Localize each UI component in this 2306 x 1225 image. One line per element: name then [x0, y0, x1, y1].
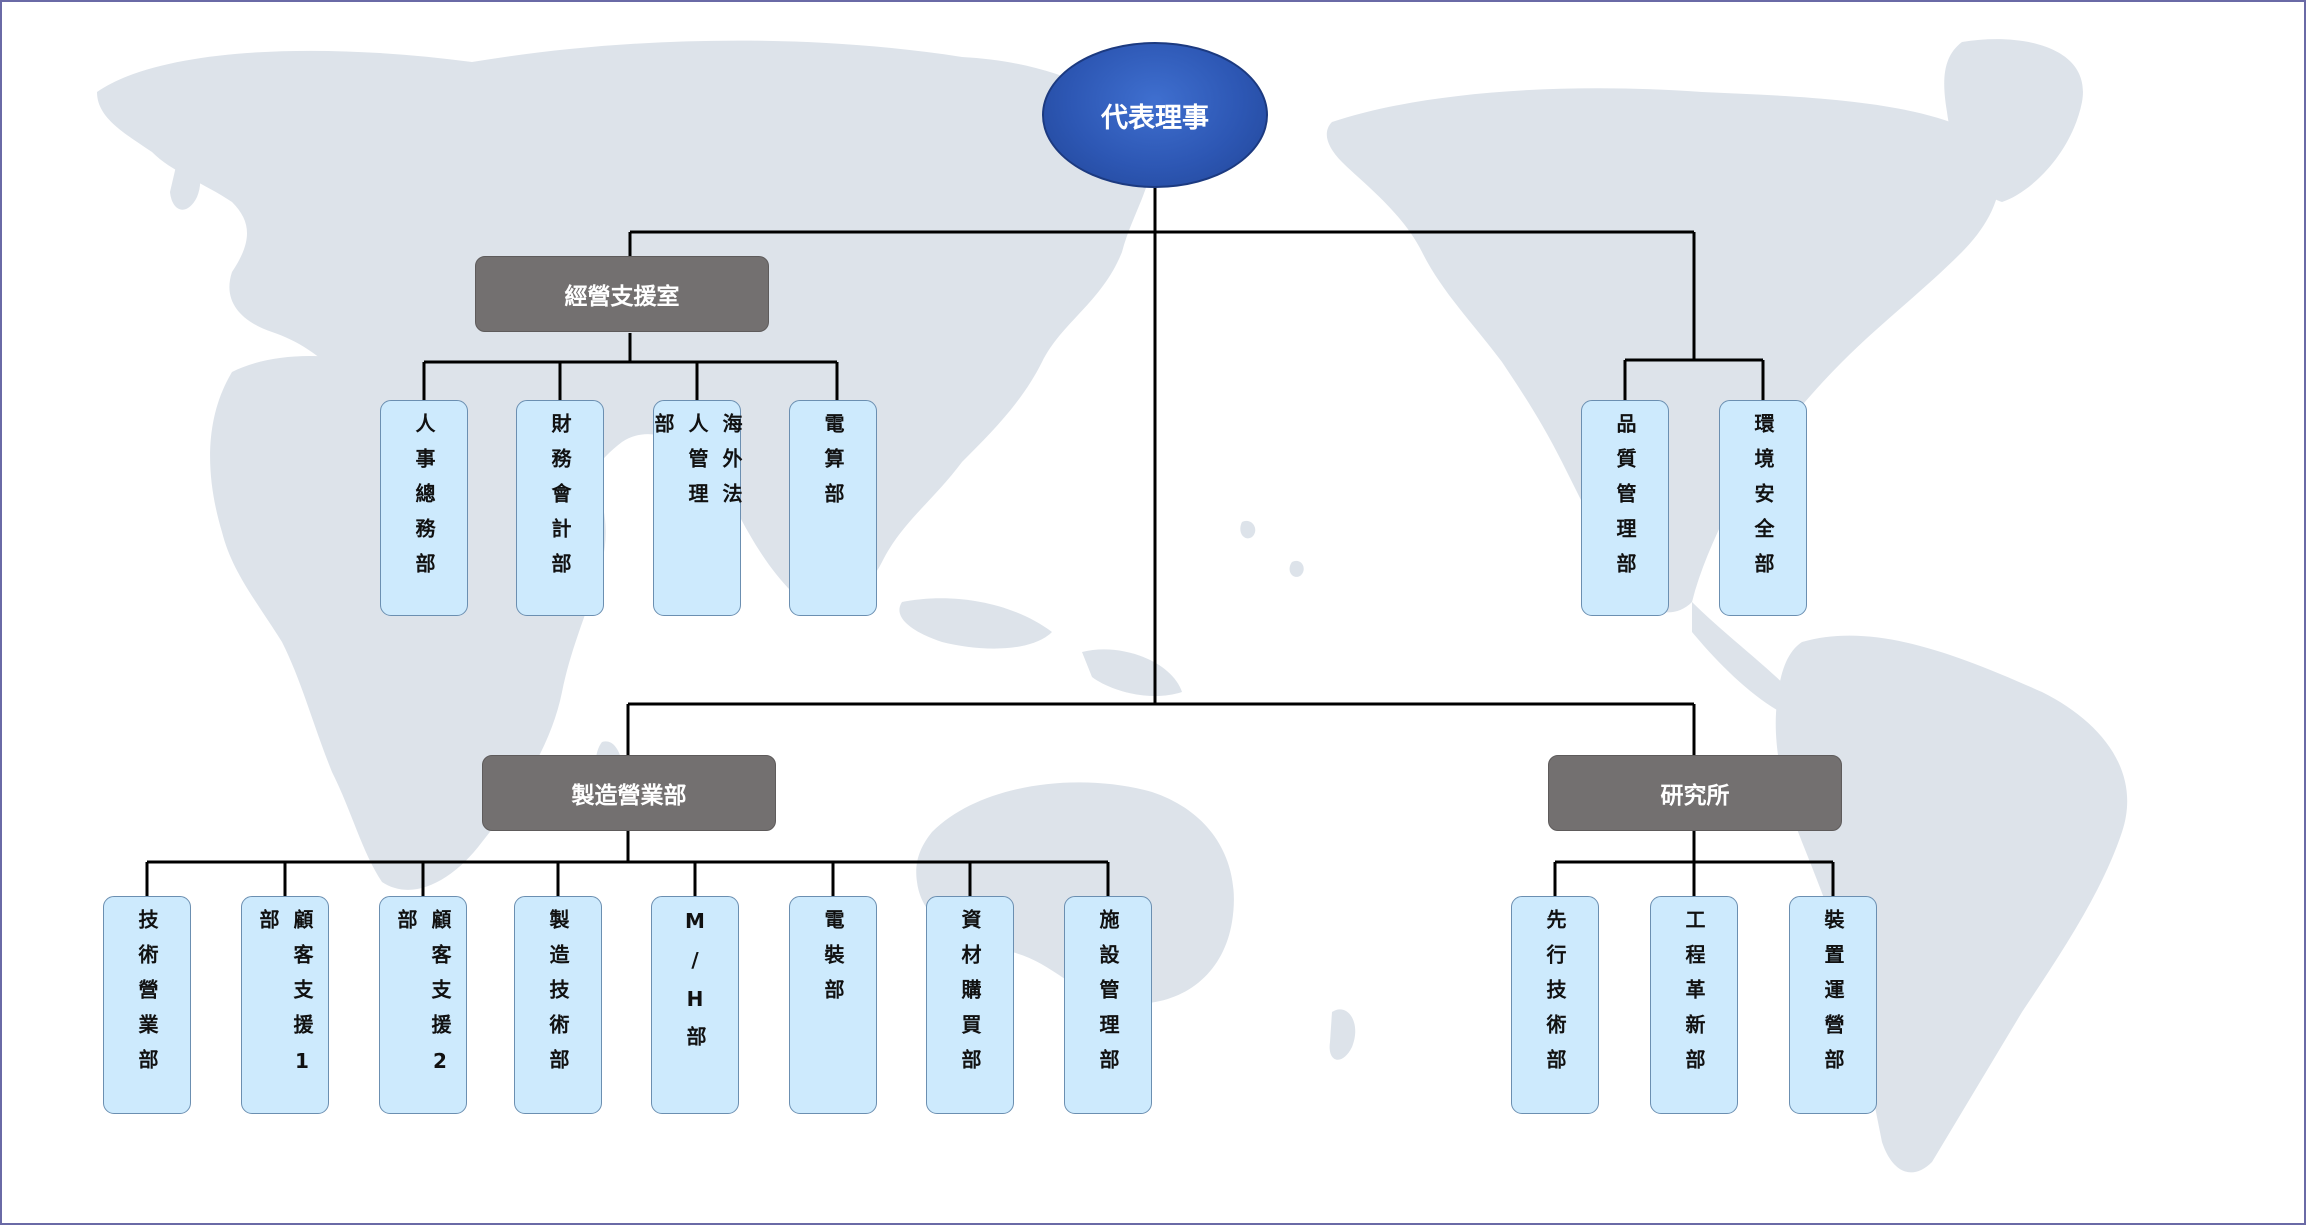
node-manufacturing-sales: 製造營業部	[482, 755, 776, 831]
leaf-electrical-equipment: 電裝部	[789, 896, 877, 1114]
leaf-customer-support-1: 顧客支援1部	[241, 896, 329, 1114]
leaf-quality-management: 品質管理部	[1581, 400, 1669, 616]
leaf-label: 財務會計部	[548, 413, 572, 588]
root-node-label: 代表理事	[1101, 102, 1209, 134]
leaf-label: 電算部	[821, 413, 845, 518]
leaf-label: M/H部	[683, 909, 707, 1061]
leaf-label: 品質管理部	[1613, 413, 1637, 588]
leaf-label: 顧客支援1部	[256, 909, 314, 1088]
leaf-label: 海外法人管理部	[651, 413, 743, 518]
leaf-label: 裝置運營部	[1821, 909, 1845, 1084]
root-node-representative-director: 代表理事	[1042, 42, 1268, 188]
leaf-advanced-technology: 先行技術部	[1511, 896, 1599, 1114]
leaf-technical-sales: 技術營業部	[103, 896, 191, 1114]
leaf-equipment-operation: 裝置運營部	[1789, 896, 1877, 1114]
leaf-materials-purchasing: 資材購買部	[926, 896, 1014, 1114]
leaf-label: 顧客支援2部	[394, 909, 452, 1088]
leaf-customer-support-2: 顧客支援2部	[379, 896, 467, 1114]
leaf-process-innovation: 工程革新部	[1650, 896, 1738, 1114]
leaf-label: 先行技術部	[1543, 909, 1567, 1084]
node-management-support: 經營支援室	[475, 256, 769, 332]
leaf-environment-safety: 環境安全部	[1719, 400, 1807, 616]
node-research: 研究所	[1548, 755, 1842, 831]
leaf-label: 施設管理部	[1096, 909, 1120, 1084]
leaf-label: 製造技術部	[546, 909, 570, 1084]
node-label: 製造營業部	[571, 783, 687, 809]
leaf-label: 電裝部	[821, 909, 845, 1014]
leaf-label: 技術營業部	[135, 909, 159, 1084]
leaf-hr-general-affairs: 人事總務部	[380, 400, 468, 616]
leaf-label: 人事總務部	[412, 413, 436, 588]
leaf-facility-management: 施設管理部	[1064, 896, 1152, 1114]
leaf-finance-accounting: 財務會計部	[516, 400, 604, 616]
leaf-label: 工程革新部	[1682, 909, 1706, 1084]
node-label: 研究所	[1660, 783, 1730, 809]
leaf-label: 資材購買部	[958, 909, 982, 1084]
leaf-label: 環境安全部	[1751, 413, 1775, 588]
leaf-it-department: 電算部	[789, 400, 877, 616]
node-label: 經營支援室	[564, 284, 680, 310]
leaf-overseas-subsidiary-management: 海外法人管理部	[651, 400, 743, 616]
leaf-mh: M/H部	[651, 896, 739, 1114]
leaf-manufacturing-technology: 製造技術部	[514, 896, 602, 1114]
